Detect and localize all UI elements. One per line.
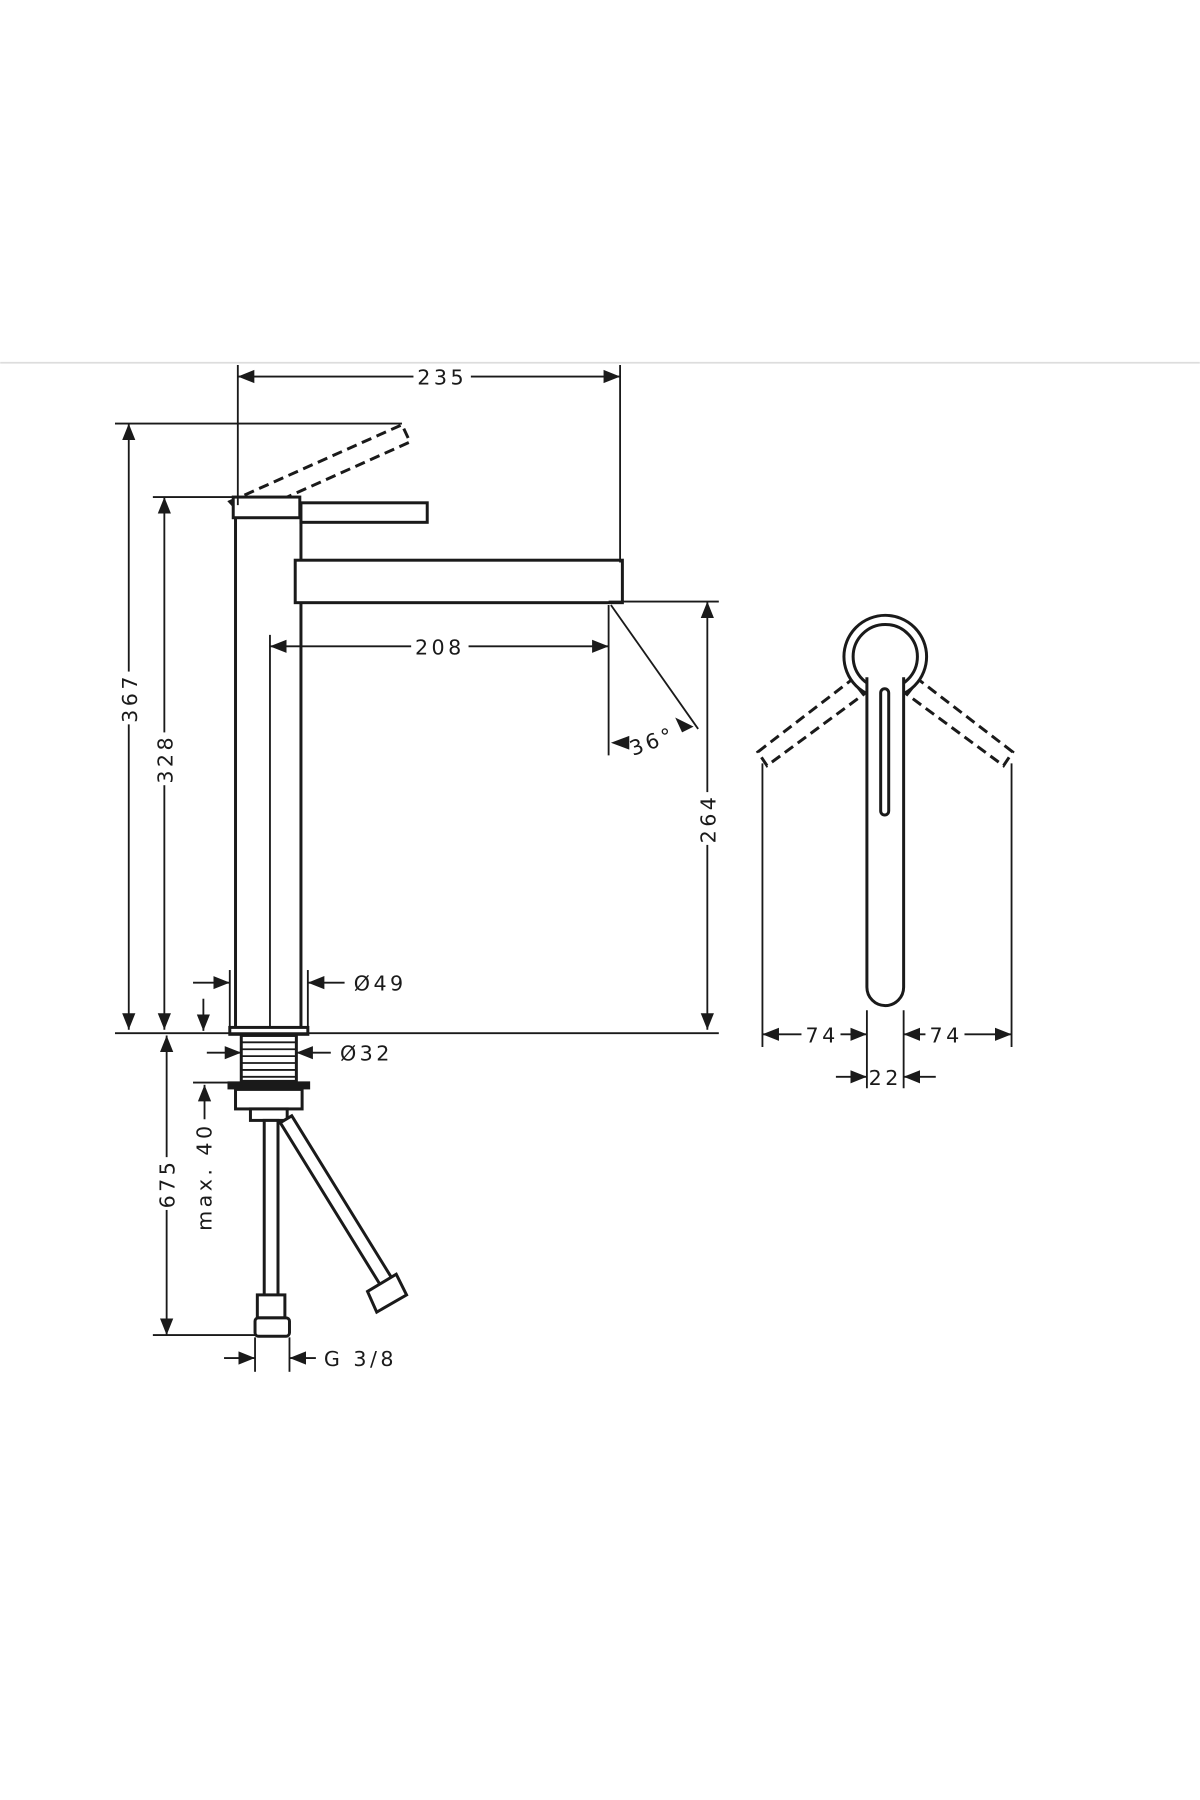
dimension-208: 208 xyxy=(269,604,610,1028)
dimension-235: 235 xyxy=(236,365,622,563)
dimension-d49: Ø49 xyxy=(193,970,407,1031)
dimension-328: 328 xyxy=(152,496,234,1030)
dim-connection-thread: G 3/8 xyxy=(324,1347,397,1371)
faucet-side-view xyxy=(227,422,624,1338)
dim-hose-length: 675 xyxy=(156,1159,180,1209)
dim-total-height: 367 xyxy=(118,673,142,723)
dim-max-deck-thickness: max. 40 xyxy=(192,1122,216,1231)
dimension-22: 22 xyxy=(835,1066,936,1090)
dim-lever-width: 22 xyxy=(869,1066,902,1090)
dimension-angle: 36° xyxy=(610,604,699,761)
dim-body-diameter: Ø49 xyxy=(354,972,407,996)
faucet-front-view xyxy=(755,613,1015,1008)
dimension-675: 675 xyxy=(152,1035,256,1336)
dimension-d32: Ø32 xyxy=(206,1042,393,1066)
dim-spout-angle: 36° xyxy=(626,722,678,761)
dimension-367: 367 xyxy=(114,422,402,1030)
dim-shank-diameter: Ø32 xyxy=(340,1042,393,1066)
dim-total-reach: 235 xyxy=(417,366,467,390)
dim-swing-left: 74 xyxy=(806,1023,839,1047)
dimension-max40: max. 40 xyxy=(192,1081,228,1231)
dimension-74-right: 74 xyxy=(903,1022,1012,1047)
dimension-g38: G 3/8 xyxy=(224,1337,397,1372)
dim-spout-reach: 208 xyxy=(415,635,465,659)
dim-body-height: 328 xyxy=(153,734,177,784)
dimension-264: 264 xyxy=(608,600,720,1030)
dimension-74-left: 74 xyxy=(761,763,1013,1089)
dim-swing-right: 74 xyxy=(930,1023,963,1047)
shank-threads xyxy=(241,1041,297,1078)
dim-spout-height: 264 xyxy=(696,794,720,844)
